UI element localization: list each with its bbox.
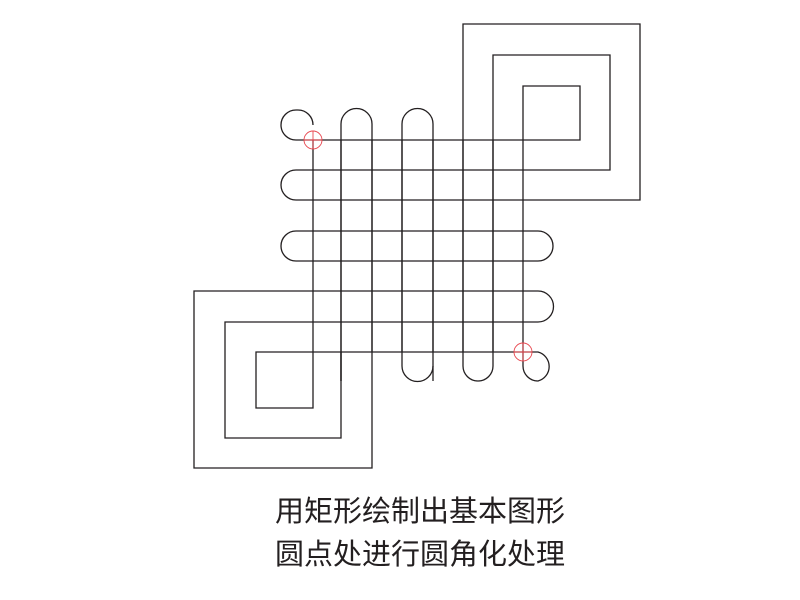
top-right-square-spiral bbox=[462, 23, 641, 201]
knot-pattern-diagram bbox=[193, 23, 641, 469]
row-top-left-loop bbox=[280, 109, 314, 141]
caption-line-1: 用矩形绘制出基本图形 bbox=[274, 494, 565, 528]
knot-pattern-lines bbox=[193, 23, 641, 469]
inner-square-bottom-left bbox=[255, 351, 314, 409]
bottom-left-square-spiral bbox=[193, 290, 373, 469]
vertical-serpentine-columns bbox=[312, 107, 524, 383]
outer-square-top-right bbox=[462, 23, 641, 201]
caption-line-2: 圆点处进行圆角化处理 bbox=[274, 537, 565, 571]
horizontal-serpentine-rows bbox=[280, 109, 555, 382]
column-loop-1 bbox=[340, 107, 373, 381]
outer-square-bottom-left bbox=[193, 290, 373, 469]
column-loop-2 bbox=[401, 107, 434, 381]
row-loop-231-261-left bbox=[280, 230, 554, 262]
rounding-point-markers bbox=[303, 130, 533, 362]
grid-lines bbox=[340, 140, 494, 352]
middle-square-bottom-left bbox=[224, 321, 342, 439]
row-loop-291-322-right bbox=[313, 290, 555, 323]
row-bottom-right-loop bbox=[522, 351, 550, 382]
column-loop-3 bbox=[462, 140, 494, 382]
middle-square-top-right bbox=[492, 54, 611, 171]
column-bottom-loop-1 bbox=[401, 352, 434, 383]
row-loop-170-200 bbox=[280, 169, 523, 201]
inner-square-top-right bbox=[522, 85, 581, 141]
